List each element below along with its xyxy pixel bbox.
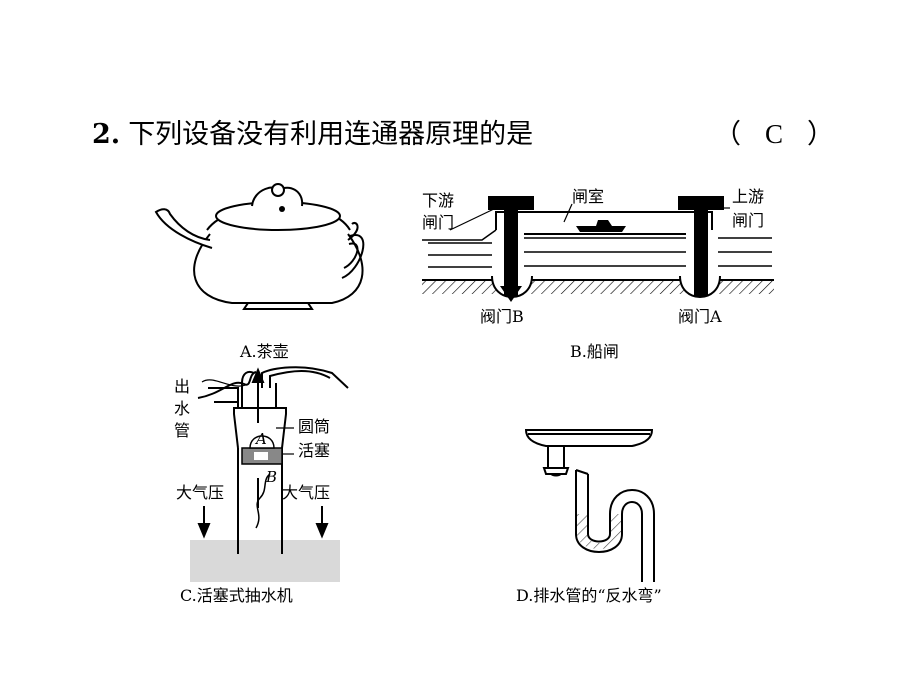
valve-b-letter: B <box>266 468 278 486</box>
figure-drawings <box>154 183 774 582</box>
valve-b-label: 阀门B <box>480 307 524 326</box>
lock-chamber-label: 闸室 <box>572 187 605 206</box>
answer-open: （ <box>714 119 743 150</box>
outlet-label-2: 水 <box>174 399 191 418</box>
caption-c: C.活塞式抽水机 <box>180 586 293 605</box>
valve-a-label: 阀门A <box>678 307 722 326</box>
upstream-gate-label-2: 闸门 <box>732 211 765 230</box>
drain-trap-drawing <box>524 429 655 582</box>
upstream-gate-label-1: 上游 <box>732 187 765 206</box>
answer-choice: C <box>765 119 786 149</box>
piston-pump-drawing <box>190 366 349 582</box>
caption-b: B.船闸 <box>570 342 619 361</box>
trap-water <box>577 514 621 549</box>
options-figure: A.茶壶 下游 闸门 闸室 上游 闸门 阀门B 阀门A B.船闸 出 水 管 圆… <box>152 178 775 606</box>
atm-pressure-left-label: 大气压 <box>176 483 225 502</box>
teapot-drawing <box>154 183 365 310</box>
ship-lock-drawing <box>422 196 774 302</box>
outlet-label-1: 出 <box>174 377 191 396</box>
caption-d: D.排水管的“反水弯” <box>516 586 662 605</box>
outlet-label-3: 管 <box>174 421 191 440</box>
piston-label: 活塞 <box>298 441 331 460</box>
question-text: 下列设备没有利用连通器原理的是 <box>128 119 534 150</box>
atm-pressure-right-label: 大气压 <box>282 483 331 502</box>
caption-a: A.茶壶 <box>240 342 289 361</box>
question-stem: 2.下列设备没有利用连通器原理的是 <box>92 112 533 151</box>
answer-close: ） <box>807 119 837 150</box>
answer-bracket: （ C ） <box>714 112 836 151</box>
question-number: 2. <box>92 119 121 150</box>
downstream-gate-label-2: 闸门 <box>422 213 455 232</box>
downstream-gate-label-1: 下游 <box>422 191 455 210</box>
cylinder-label: 圆筒 <box>298 417 331 436</box>
valve-a-letter: A <box>256 430 267 448</box>
